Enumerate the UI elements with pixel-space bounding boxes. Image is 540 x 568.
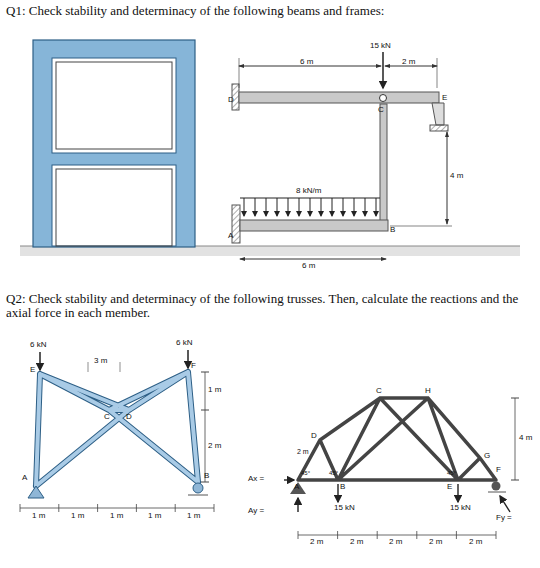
figure-label: 6 kN: [176, 339, 192, 348]
figure-label: 4 m: [450, 172, 463, 181]
figure-label: F: [191, 362, 196, 371]
figure-label: 15 kN: [334, 504, 355, 513]
figure-label: 8 kN/m: [296, 187, 321, 196]
figure-label: 1 m: [32, 512, 45, 521]
stroke: [277, 198, 278, 216]
stroke: [288, 198, 289, 216]
figure-label: A: [294, 483, 299, 492]
figure-label: B: [390, 226, 395, 235]
figure-label: A: [22, 474, 27, 483]
figure-label: C: [376, 387, 382, 396]
figure-label: D: [228, 96, 234, 105]
question-text: Q2: Check stability and determinacy of t…: [6, 292, 534, 321]
figure-label: 45°: [301, 470, 310, 477]
stroke: [299, 198, 300, 216]
figure-label: 1 m: [208, 386, 221, 395]
figure-label: Ay =: [248, 507, 264, 516]
stroke: [332, 198, 333, 216]
figure-label: 2 m: [208, 442, 221, 451]
stroke: [365, 198, 366, 216]
figure-label: 3 m: [94, 357, 107, 366]
stroke: [175, 504, 176, 512]
figure-label: B: [204, 472, 209, 481]
stroke: [255, 198, 256, 216]
stroke: [266, 198, 267, 216]
stroke: [376, 198, 377, 216]
figure-label: 45°: [329, 470, 338, 477]
figure-label: 1 m: [71, 512, 84, 521]
stroke: [377, 531, 378, 539]
figure-label: D: [126, 413, 132, 422]
figure-label: 2 m: [389, 538, 402, 547]
figure-label: Fy =: [496, 514, 512, 523]
figure-label: G: [484, 452, 490, 461]
figure-label: 4 m: [519, 434, 532, 443]
figure-label: 2 m: [429, 538, 442, 547]
stroke: [337, 531, 338, 539]
stroke: [343, 198, 344, 216]
stroke: [136, 504, 137, 512]
stroke: [214, 504, 215, 512]
figure-label: 2 m: [469, 538, 482, 547]
stroke: [244, 198, 245, 216]
figure-label: 1 m: [148, 512, 161, 521]
stroke: [58, 504, 59, 512]
stroke: [321, 198, 322, 216]
figure-label: 15 kN: [450, 504, 471, 513]
stroke: [496, 531, 497, 539]
figure-label: 2 m: [402, 58, 415, 67]
figure-label: 1 m: [110, 512, 123, 521]
stroke: [310, 198, 311, 216]
stroke: [456, 531, 457, 539]
figure-label: E: [30, 366, 35, 375]
stroke: [97, 504, 98, 512]
figure-label: E: [447, 483, 452, 492]
stroke: [20, 504, 21, 512]
figure-label: H: [425, 387, 431, 396]
stroke: [298, 531, 299, 539]
stroke: [354, 198, 355, 216]
figure-label: 6 m: [300, 58, 313, 67]
figure-label: 2 m: [297, 448, 309, 456]
figure-label: 6 kN: [30, 341, 46, 350]
figure-label: A: [228, 232, 233, 241]
figure-label: 2 m: [310, 538, 323, 547]
figure-label: Ax =: [248, 475, 264, 484]
question-text: Q1: Check stability and determinacy of t…: [6, 4, 536, 18]
figure-label: B: [340, 483, 345, 492]
stroke: [416, 531, 417, 539]
figure-label: E: [442, 94, 447, 103]
figure-label: C: [378, 106, 384, 115]
figure-label: 2 m: [350, 538, 363, 547]
figure-label: 1 m: [187, 512, 200, 521]
figure-label: D: [311, 432, 317, 441]
figure-label: 45°: [447, 470, 456, 477]
figure-label: F: [496, 466, 501, 475]
figure-label: C: [104, 413, 110, 422]
figure-label: 15 kN: [370, 42, 391, 51]
figure-label: 6 m: [302, 262, 315, 271]
